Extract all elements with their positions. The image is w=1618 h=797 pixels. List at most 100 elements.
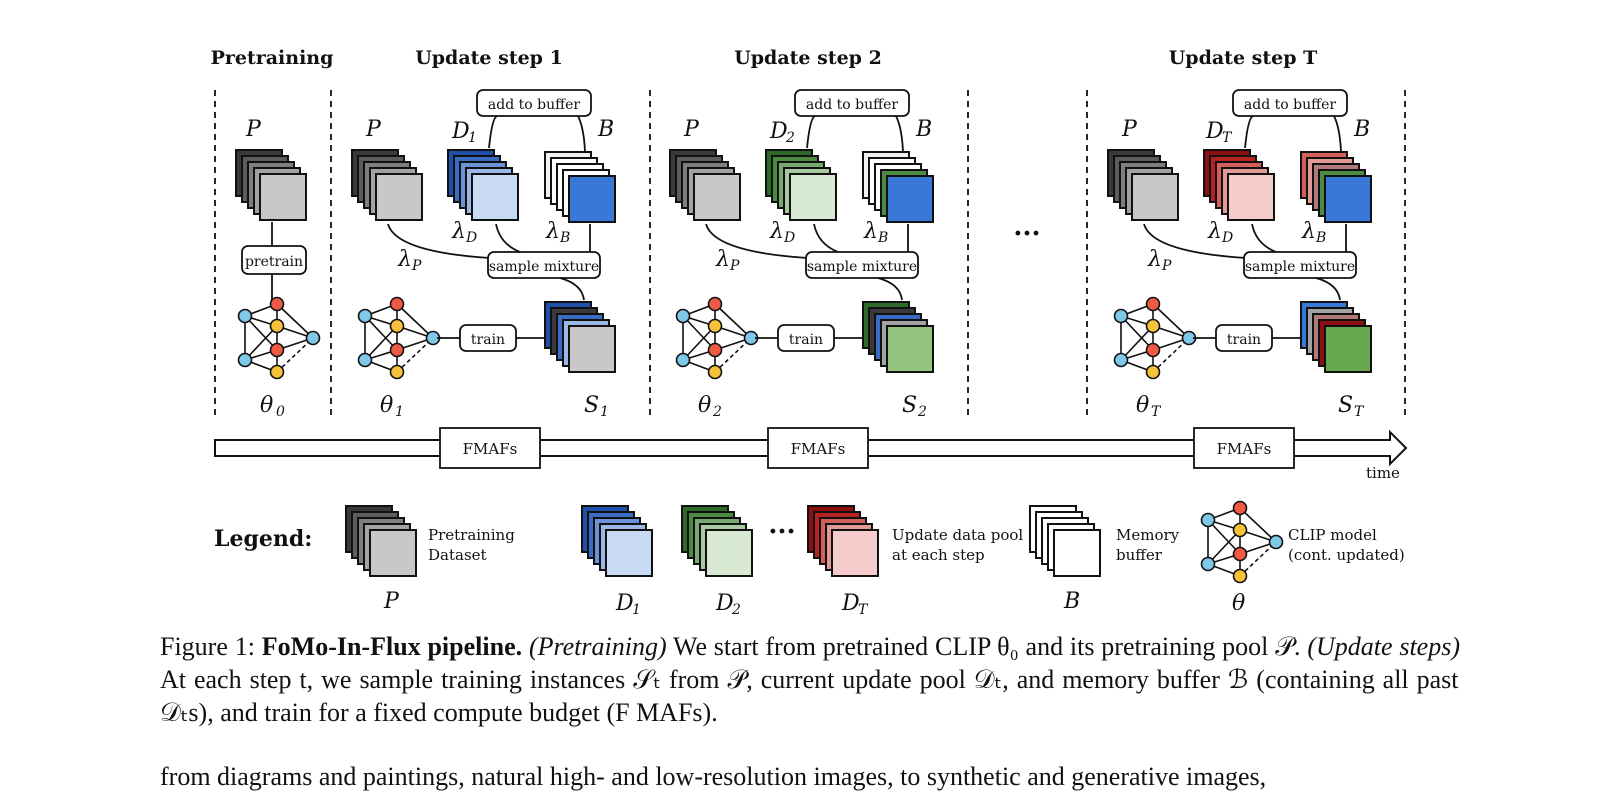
add-to-buffer-box bbox=[794, 89, 910, 117]
legend-update-pool-label-1: Update data pool bbox=[892, 526, 1023, 544]
timeline-arrow: FMAFs FMAFs FMAFs time bbox=[214, 427, 1408, 482]
header-update-step-2: Update step 2 bbox=[734, 47, 882, 69]
legend-clip-label-2: (cont. updated) bbox=[1288, 546, 1405, 564]
symbol-lambda: λ bbox=[1147, 247, 1162, 272]
train-label: train bbox=[1227, 332, 1261, 348]
subscript-T: T bbox=[1151, 404, 1162, 420]
fmafs-box bbox=[439, 427, 541, 469]
sampled-stack-S1 bbox=[544, 301, 616, 373]
pretraining-pool-stack bbox=[1107, 149, 1179, 221]
train-label: train bbox=[789, 332, 823, 348]
subscript-D: D bbox=[1221, 230, 1233, 246]
subscript-B: B bbox=[559, 230, 570, 246]
legend-symbol-D: D bbox=[715, 591, 734, 616]
legend-dT-stack bbox=[807, 505, 879, 577]
add-to-buffer-label: add to buffer bbox=[488, 97, 580, 113]
symbol-P: P bbox=[1121, 117, 1138, 142]
subscript-P: P bbox=[1161, 258, 1172, 274]
legend-update-pool-label-2: at each step bbox=[892, 546, 985, 564]
legend-pretraining-label-1: Pretraining bbox=[428, 526, 515, 544]
caption-pretraining-tag: (Pretraining) bbox=[528, 632, 667, 661]
symbol-lambda: λ bbox=[397, 247, 412, 272]
symbol-theta: θ bbox=[1136, 393, 1149, 418]
symbol-lambda: λ bbox=[715, 247, 730, 272]
fmafs-label: FMAFs bbox=[791, 440, 846, 458]
symbol-theta: θ bbox=[380, 393, 393, 418]
symbol-lambda: λ bbox=[545, 219, 560, 244]
caption-pretraining-text: We start from pretrained CLIP θ₀ and its… bbox=[666, 632, 1308, 661]
add-to-buffer-box bbox=[476, 89, 592, 117]
subscript-2: 2 bbox=[712, 404, 722, 420]
update-step-T: P D T B add to buffer λ D λ B λ P sample… bbox=[1107, 89, 1372, 420]
symbol-S: S bbox=[902, 393, 917, 418]
subscript-1: 1 bbox=[468, 130, 477, 146]
subscript-1: 1 bbox=[600, 404, 609, 420]
fmafs-label: FMAFs bbox=[463, 440, 518, 458]
legend-symbol-D: D bbox=[615, 591, 634, 616]
pretraining-pool-stack bbox=[669, 149, 741, 221]
steps-ellipsis: ··· bbox=[1013, 219, 1040, 249]
header-update-step-T: Update step T bbox=[1169, 47, 1318, 69]
step-separators bbox=[214, 90, 1406, 420]
caption-update-tag: (Update steps) bbox=[1307, 632, 1460, 661]
legend-clip-network bbox=[1200, 500, 1284, 584]
legend-pretraining-label-2: Dataset bbox=[428, 546, 487, 564]
symbol-B: B bbox=[1353, 117, 1370, 142]
sample-mixture-box bbox=[487, 251, 601, 279]
subscript-B: B bbox=[1315, 230, 1326, 246]
symbol-P: P bbox=[365, 117, 382, 142]
update-step-2: P D 2 B add to buffer λ D λ B λ P sample… bbox=[669, 89, 934, 420]
time-label: time bbox=[1366, 464, 1400, 482]
symbol-B: B bbox=[915, 117, 932, 142]
add-to-buffer-box bbox=[1232, 89, 1348, 117]
subscript-B: B bbox=[877, 230, 888, 246]
fmafs-box bbox=[767, 427, 869, 469]
update-pool-stack bbox=[1203, 149, 1275, 221]
legend-ellipsis: ··· bbox=[768, 517, 795, 547]
sample-mixture-box bbox=[1243, 251, 1357, 279]
subscript-2: 2 bbox=[785, 130, 795, 146]
pipeline-figure: Pretraining Update step 1 Update step 2 … bbox=[211, 47, 1408, 618]
pretraining-pool-stack bbox=[235, 149, 307, 221]
legend: Legend: Pretraining Dataset P D 1 D 2 ··… bbox=[214, 500, 1405, 618]
sample-mixture-label: sample mixture bbox=[807, 259, 917, 275]
body-paragraph: from diagrams and paintings, natural hig… bbox=[160, 762, 1267, 791]
fmafs-label: FMAFs bbox=[1217, 440, 1272, 458]
add-to-buffer-label: add to buffer bbox=[806, 97, 898, 113]
memory-buffer-stack bbox=[544, 151, 616, 223]
figure-caption: Figure 1: FoMo-In-Flux pipeline. (Pretra… bbox=[160, 630, 1460, 729]
legend-pretraining-stack bbox=[345, 505, 417, 577]
symbol-P: P bbox=[245, 117, 262, 142]
symbol-D: D bbox=[451, 119, 470, 144]
pretraining-pool-stack bbox=[351, 149, 423, 221]
legend-subscript-2: 2 bbox=[731, 602, 741, 618]
clip-model-theta1 bbox=[357, 296, 441, 380]
symbol-lambda: λ bbox=[1301, 219, 1316, 244]
subscript-D: D bbox=[465, 230, 477, 246]
symbol-theta: θ bbox=[260, 393, 273, 418]
symbol-lambda: λ bbox=[769, 219, 784, 244]
clip-model-thetaT bbox=[1113, 296, 1197, 380]
pretraining-column: P pretrain θ 0 bbox=[235, 117, 321, 420]
add-to-buffer-label: add to buffer bbox=[1244, 97, 1336, 113]
pretrain-box bbox=[241, 245, 307, 275]
fmafs-box bbox=[1193, 427, 1295, 469]
pretrain-label: pretrain bbox=[245, 254, 303, 270]
legend-title: Legend: bbox=[214, 526, 312, 552]
symbol-S: S bbox=[584, 393, 599, 418]
symbol-S: S bbox=[1338, 393, 1353, 418]
update-pool-stack bbox=[447, 149, 519, 221]
symbol-B: B bbox=[597, 117, 614, 142]
legend-symbol-P: P bbox=[383, 589, 400, 614]
clip-model-theta0 bbox=[237, 296, 321, 380]
caption-prefix: Figure 1: bbox=[160, 632, 262, 661]
caption-update-text: At each step t, we sample training insta… bbox=[160, 665, 1459, 727]
header-pretraining: Pretraining bbox=[211, 47, 334, 69]
symbol-lambda: λ bbox=[451, 219, 466, 244]
caption-title: FoMo-In-Flux pipeline. bbox=[261, 632, 523, 661]
subscript-D: D bbox=[783, 230, 795, 246]
subscript-T: T bbox=[1354, 404, 1365, 420]
subscript-0: 0 bbox=[276, 404, 285, 420]
legend-d1-stack bbox=[581, 505, 653, 577]
legend-d2-stack bbox=[681, 505, 753, 577]
